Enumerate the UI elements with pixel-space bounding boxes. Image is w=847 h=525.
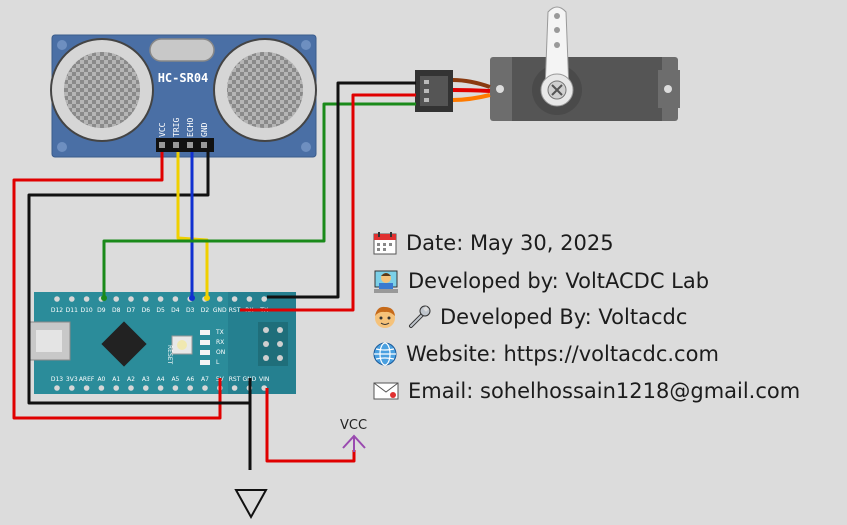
nano-side-label: TX — [215, 329, 224, 336]
nano-bottom-pin — [202, 385, 208, 391]
nano-bottom-pin-label: AREF — [79, 376, 95, 383]
developed-by-text: Developed By: Voltacdc — [440, 305, 688, 329]
developed-lab-text: Developed by: VoltACDC Lab — [408, 269, 710, 293]
nano-side-labels: TX RX ON L — [215, 329, 225, 366]
nano-top-pin-label: D9 — [97, 307, 106, 314]
nano-bottom-pin-label: A1 — [112, 376, 120, 383]
nano-bottom-pin — [187, 385, 193, 391]
nano-side-label: ON — [216, 349, 225, 356]
envelope-icon — [372, 380, 400, 402]
hc-sr04-sensor: HC-SR04 VCC TRIG ECHO GND — [50, 34, 317, 158]
nano-bottom-pin — [98, 385, 105, 391]
website-text: Website: https://voltacdc.com — [406, 342, 719, 366]
nano-top-pin — [54, 296, 60, 302]
servo-motor — [490, 6, 680, 121]
nano-top-pin — [246, 296, 253, 302]
info-developed-lab: Developed by: VoltACDC Lab — [372, 267, 709, 295]
sensor-pin-label-vcc: VCC — [158, 122, 167, 137]
nano-bottom-pin-label: A7 — [201, 376, 209, 383]
nano-top-pin — [113, 296, 119, 302]
calendar-icon — [372, 230, 398, 256]
info-website: Website: https://voltacdc.com — [372, 341, 719, 367]
nano-top-pin-label: RST — [229, 307, 241, 314]
nano-bottom-pin-label: A2 — [127, 376, 135, 383]
nano-bottom-pin-label: A3 — [142, 376, 150, 383]
nano-bottom-pin-label: VIN — [259, 376, 269, 383]
ground-symbol — [234, 489, 268, 520]
nano-bottom-pin — [54, 385, 60, 391]
wires — [12, 81, 416, 470]
technologist-icon — [372, 267, 400, 295]
nano-top-pin-label: D7 — [127, 307, 136, 314]
nano-bottom-pin — [172, 385, 179, 391]
reset-label: RESET — [166, 345, 173, 365]
info-email: Email: sohelhossain1218@gmail.com — [372, 379, 800, 403]
ultrasonic-transducer-left — [50, 38, 154, 142]
globe-icon — [372, 341, 398, 367]
nano-top-pin-label: D3 — [186, 307, 195, 314]
nano-top-pin — [143, 296, 149, 302]
nano-bottom-pin — [231, 385, 238, 391]
sensor-pin-label-gnd: GND — [200, 122, 209, 137]
nano-top-pin-label: D8 — [112, 307, 121, 314]
servo-connector — [415, 70, 453, 112]
nano-side-label: L — [216, 359, 220, 366]
vcc-symbol — [342, 434, 366, 452]
nano-bottom-pin-label: 3V3 — [66, 376, 78, 383]
nano-top-pin — [157, 296, 164, 302]
nano-top-pin-label: GND — [213, 307, 227, 314]
nano-bottom-pin — [143, 385, 149, 391]
nano-top-pin — [231, 296, 238, 302]
nano-top-pin-label: D10 — [80, 307, 92, 314]
nano-bottom-pin-label: A0 — [97, 376, 105, 383]
wire-black-servo — [267, 81, 416, 299]
nano-bottom-pin-label: A6 — [186, 376, 194, 383]
date-text: Date: May 30, 2025 — [406, 231, 614, 255]
nano-top-pin-label: D11 — [66, 307, 78, 314]
nano-top-pin — [128, 296, 134, 302]
nano-bottom-pin — [157, 385, 164, 391]
nano-bottom-pin-label: A4 — [157, 376, 165, 383]
wire-red-vin — [265, 388, 356, 463]
nano-bottom-pin-label: A5 — [171, 376, 179, 383]
nano-bottom-pin — [83, 385, 90, 391]
person-icon — [372, 304, 398, 330]
nano-top-pin — [261, 296, 268, 302]
email-text: Email: sohelhossain1218@gmail.com — [408, 379, 801, 403]
nano-top-pin-label: D4 — [171, 307, 180, 314]
wire-green-signal — [102, 102, 416, 298]
nano-top-pin-label: D12 — [51, 307, 63, 314]
sensor-pin-label-echo: ECHO — [186, 118, 195, 137]
nano-bottom-pin — [113, 385, 119, 391]
wire-red-vcc — [12, 152, 222, 420]
ultrasonic-transducer-right — [213, 38, 317, 142]
nano-top-pin-label: D6 — [142, 307, 151, 314]
sensor-pin-label-trig: TRIG — [172, 118, 181, 137]
info-developed-by: Developed By: Voltacdc — [372, 304, 687, 330]
wrench-icon — [406, 304, 432, 330]
nano-top-pin — [83, 296, 90, 302]
nano-top-pin — [217, 296, 223, 302]
info-date: Date: May 30, 2025 — [372, 230, 614, 256]
nano-bottom-pin-label: D13 — [51, 376, 63, 383]
nano-side-label: RX — [216, 339, 224, 346]
nano-top-pin — [172, 296, 179, 302]
nano-bottom-pin-label: RST — [229, 376, 241, 383]
wire-red-servo — [240, 93, 416, 312]
nano-bottom-pin — [69, 385, 75, 391]
nano-bottom-pin — [128, 385, 134, 391]
nano-top-pin-label: D2 — [201, 307, 210, 314]
sensor-name: HC-SR04 — [158, 71, 209, 85]
nano-top-pin-label: D5 — [156, 307, 165, 314]
nano-top-pin — [69, 296, 75, 302]
vcc-label: VCC — [340, 418, 368, 433]
sensor-pin-labels: VCC TRIG ECHO GND — [158, 118, 209, 137]
